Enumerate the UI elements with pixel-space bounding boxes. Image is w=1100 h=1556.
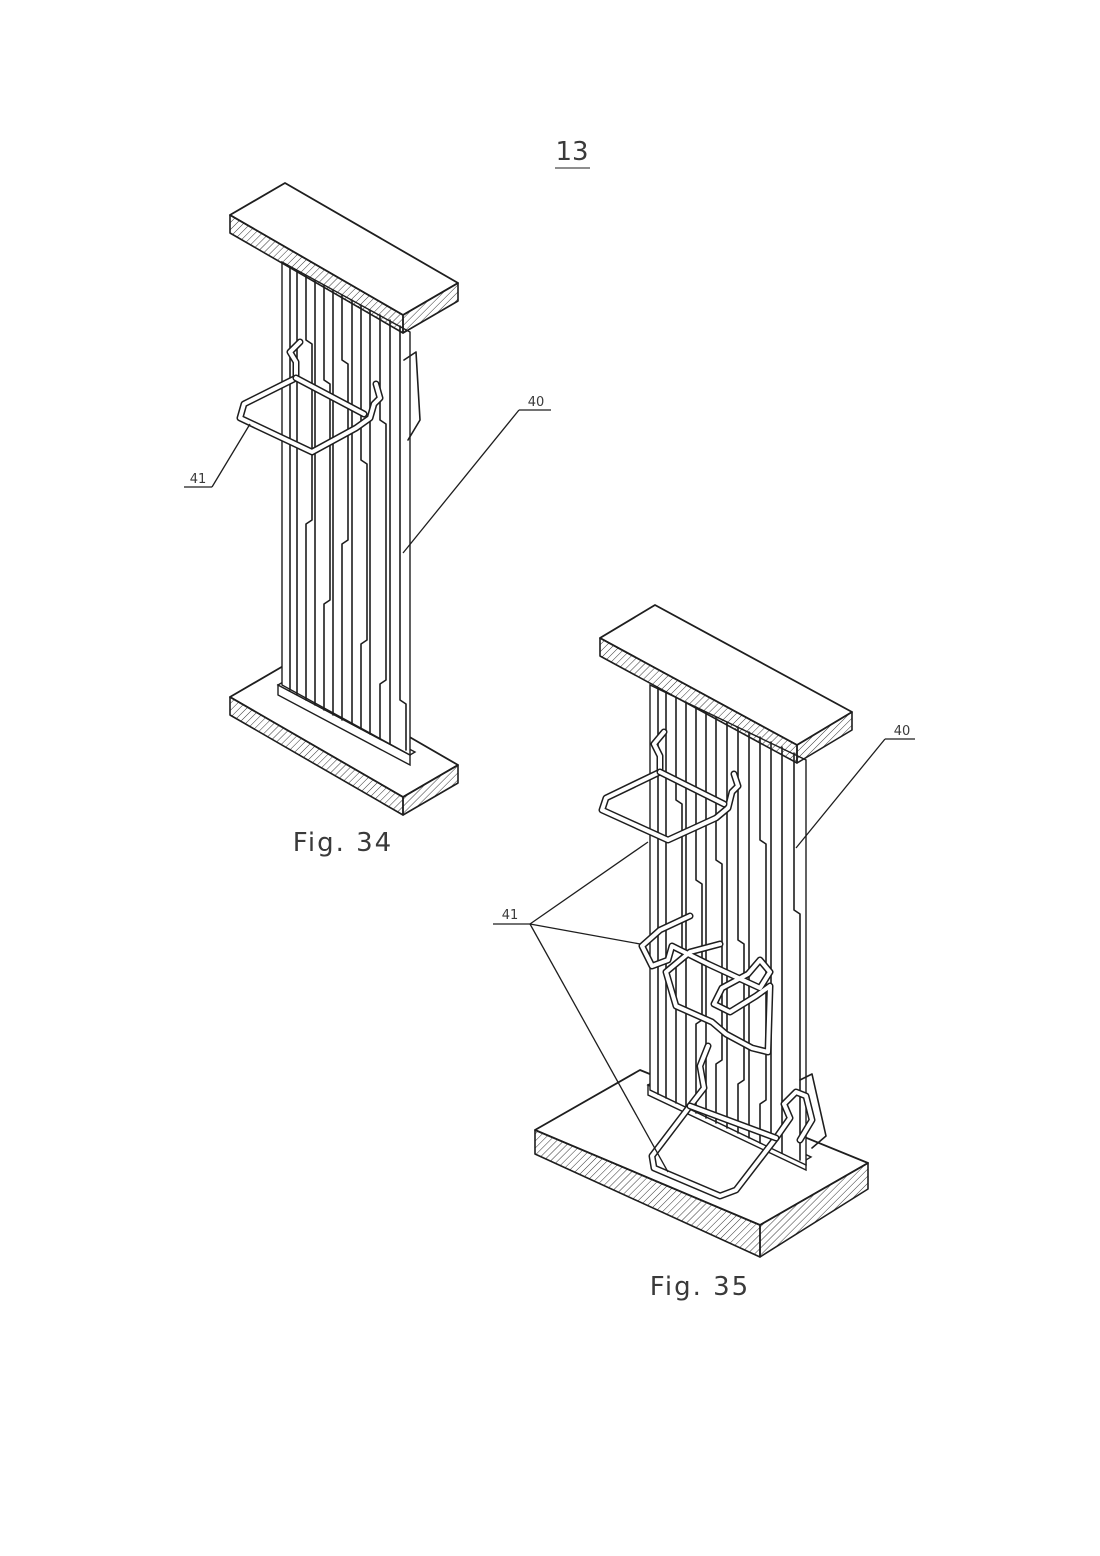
fig35-top-board <box>599 604 853 764</box>
fig34-label-40: 40 <box>528 395 545 410</box>
fig34-label-41: 41 <box>190 472 207 487</box>
fig34-rib-panel <box>281 260 421 757</box>
fig34-caption: Fig. 34 <box>293 828 393 858</box>
fig35-label-40: 40 <box>894 724 911 739</box>
fig35-caption: Fig. 35 <box>650 1272 750 1302</box>
fig35-wire-handle-upper <box>598 728 742 844</box>
fig34-wire-handle <box>236 338 384 456</box>
figure-35: 41 40 Fig. 35 <box>493 604 915 1302</box>
fig35-label-41: 41 <box>502 908 519 923</box>
figure-34: 41 40 Fig. 34 <box>184 182 551 858</box>
fig35-wire-handle-lower <box>648 1042 816 1200</box>
fig34-top-board <box>229 182 459 334</box>
fig34-leaders <box>184 409 551 554</box>
fig35-leaders <box>493 738 915 1173</box>
fig35-bottom-board <box>534 1069 869 1258</box>
fig35-wire-handle-middle <box>638 912 774 1056</box>
page-number: 13 <box>555 137 588 167</box>
